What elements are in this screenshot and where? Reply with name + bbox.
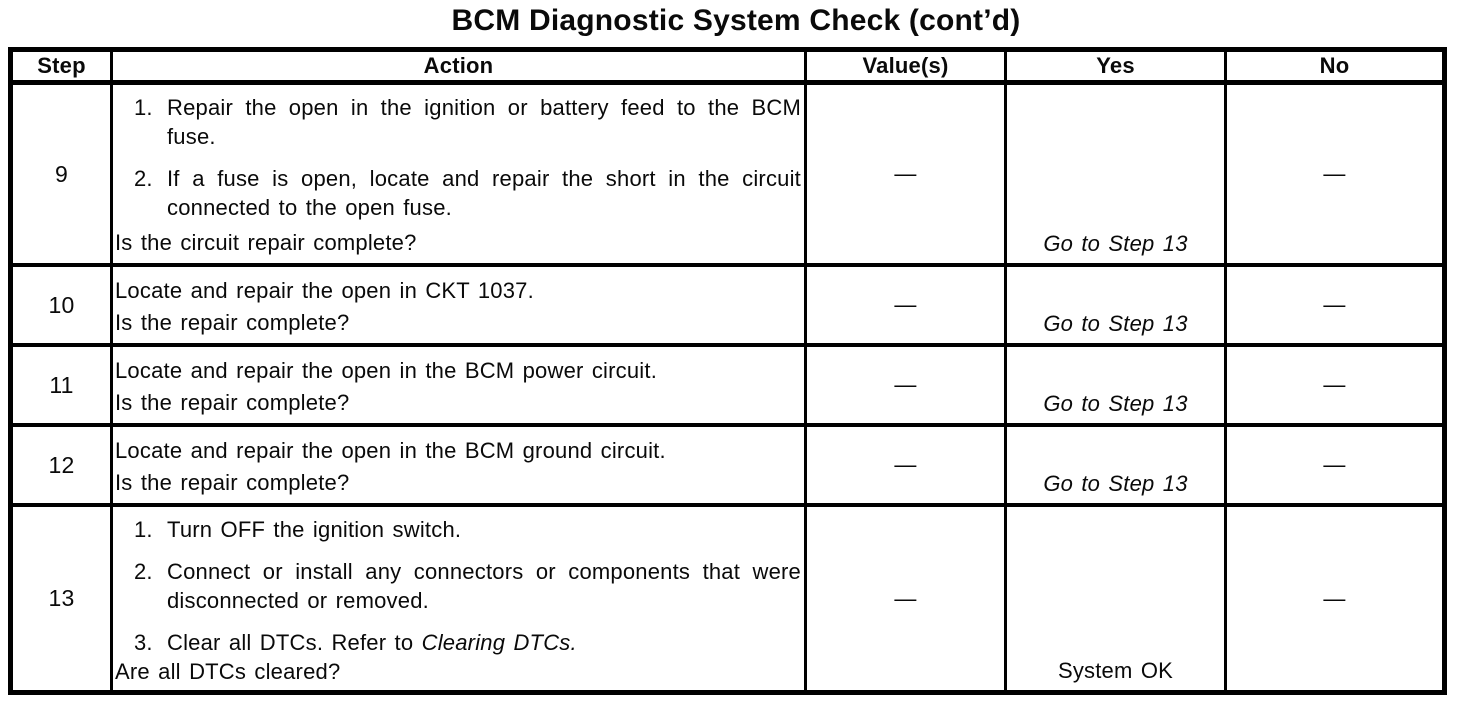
value-cell: — xyxy=(807,427,1007,507)
yes-cell: System OK xyxy=(1007,507,1227,690)
col-header-action: Action xyxy=(113,52,807,85)
action-item-text: Clear all DTCs. Refer to xyxy=(167,630,422,656)
no-cell: — xyxy=(1227,85,1442,267)
step-number: 12 xyxy=(13,427,113,507)
value-cell: — xyxy=(807,267,1007,347)
col-header-step: Step xyxy=(13,52,113,85)
yes-cell-text: System OK xyxy=(1057,658,1174,683)
value-cell: — xyxy=(807,347,1007,427)
page-title: BCM Diagnostic System Check (cont’d) xyxy=(451,4,1021,37)
action-item-text: Turn OFF the ignition switch. xyxy=(167,517,462,542)
action-item: 1. Repair the open in the ignition or bat… xyxy=(115,93,802,151)
action-list: 1. Turn OFF the ignition switch. 2. Connec… xyxy=(115,515,802,657)
yes-cell-text: Go to Step 13 xyxy=(1043,231,1188,256)
value-cell: — xyxy=(807,85,1007,267)
action-item-number: 1. xyxy=(134,95,153,120)
action-statement: Locate and repair the open in CKT 1037. xyxy=(115,278,534,303)
action-statement: Locate and repair the open in the BCM po… xyxy=(115,358,658,383)
action-item-number: 2. xyxy=(134,559,153,585)
action-item: 2. If a fuse is open, locate and repair t… xyxy=(115,164,802,222)
action-item-number: 2. xyxy=(134,166,153,192)
action-question: Is the repair complete? xyxy=(115,469,350,495)
col-header-values: Value(s) xyxy=(807,52,1007,85)
action-cell: Locate and repair the open in the BCM po… xyxy=(113,347,807,427)
yes-cell: Go to Step 13 xyxy=(1007,85,1227,267)
action-cell: 1. Repair the open in the ignition or bat… xyxy=(113,85,807,267)
no-cell: — xyxy=(1227,347,1442,427)
action-item: 3. Clear all DTCs. Refer to Clearing DTCs… xyxy=(115,628,802,657)
action-item-text: Repair the open in the ignition or batte… xyxy=(167,95,801,150)
action-question: Is the repair complete? xyxy=(115,389,350,415)
col-header-no: No xyxy=(1227,52,1442,85)
action-item: 2. Connect or install any connectors or c… xyxy=(115,557,802,615)
yes-cell: Go to Step 13 xyxy=(1007,347,1227,427)
action-item-text: Connect or install any connectors or com… xyxy=(167,559,801,614)
value-cell: — xyxy=(807,507,1007,690)
action-cell: Locate and repair the open in CKT 1037. … xyxy=(113,267,807,347)
yes-cell-text: Go to Step 13 xyxy=(1043,471,1188,496)
no-cell: — xyxy=(1227,427,1442,507)
col-header-yes: Yes xyxy=(1007,52,1227,85)
action-item: 1. Turn OFF the ignition switch. xyxy=(115,515,802,544)
action-cell: 1. Turn OFF the ignition switch. 2. Connec… xyxy=(113,507,807,690)
action-question: Is the repair complete? xyxy=(115,309,350,335)
yes-cell: Go to Step 13 xyxy=(1007,427,1227,507)
yes-cell-text: Go to Step 13 xyxy=(1043,391,1188,416)
step-number: 9 xyxy=(13,85,113,267)
action-item-number: 1. xyxy=(134,517,153,542)
step-number: 13 xyxy=(13,507,113,690)
action-statement: Locate and repair the open in the BCM gr… xyxy=(115,438,666,463)
action-item-number: 3. xyxy=(134,630,153,656)
action-list: 1. Repair the open in the ignition or bat… xyxy=(115,93,802,222)
yes-cell-text: Go to Step 13 xyxy=(1043,311,1188,336)
action-cell: Locate and repair the open in the BCM gr… xyxy=(113,427,807,507)
step-number: 10 xyxy=(13,267,113,347)
diagnostic-table: Step Action Value(s) Yes No 9 1. Repair t… xyxy=(8,47,1447,695)
action-item-text: If a fuse is open, locate and repair the… xyxy=(167,166,801,221)
no-cell: — xyxy=(1227,267,1442,347)
step-number: 11 xyxy=(13,347,113,427)
action-question: Is the circuit repair complete? xyxy=(115,229,417,255)
action-question: Are all DTCs cleared? xyxy=(115,659,341,685)
no-cell: — xyxy=(1323,585,1346,611)
action-item-text-italic: Clearing DTCs. xyxy=(421,630,577,656)
yes-cell: Go to Step 13 xyxy=(1007,267,1227,347)
